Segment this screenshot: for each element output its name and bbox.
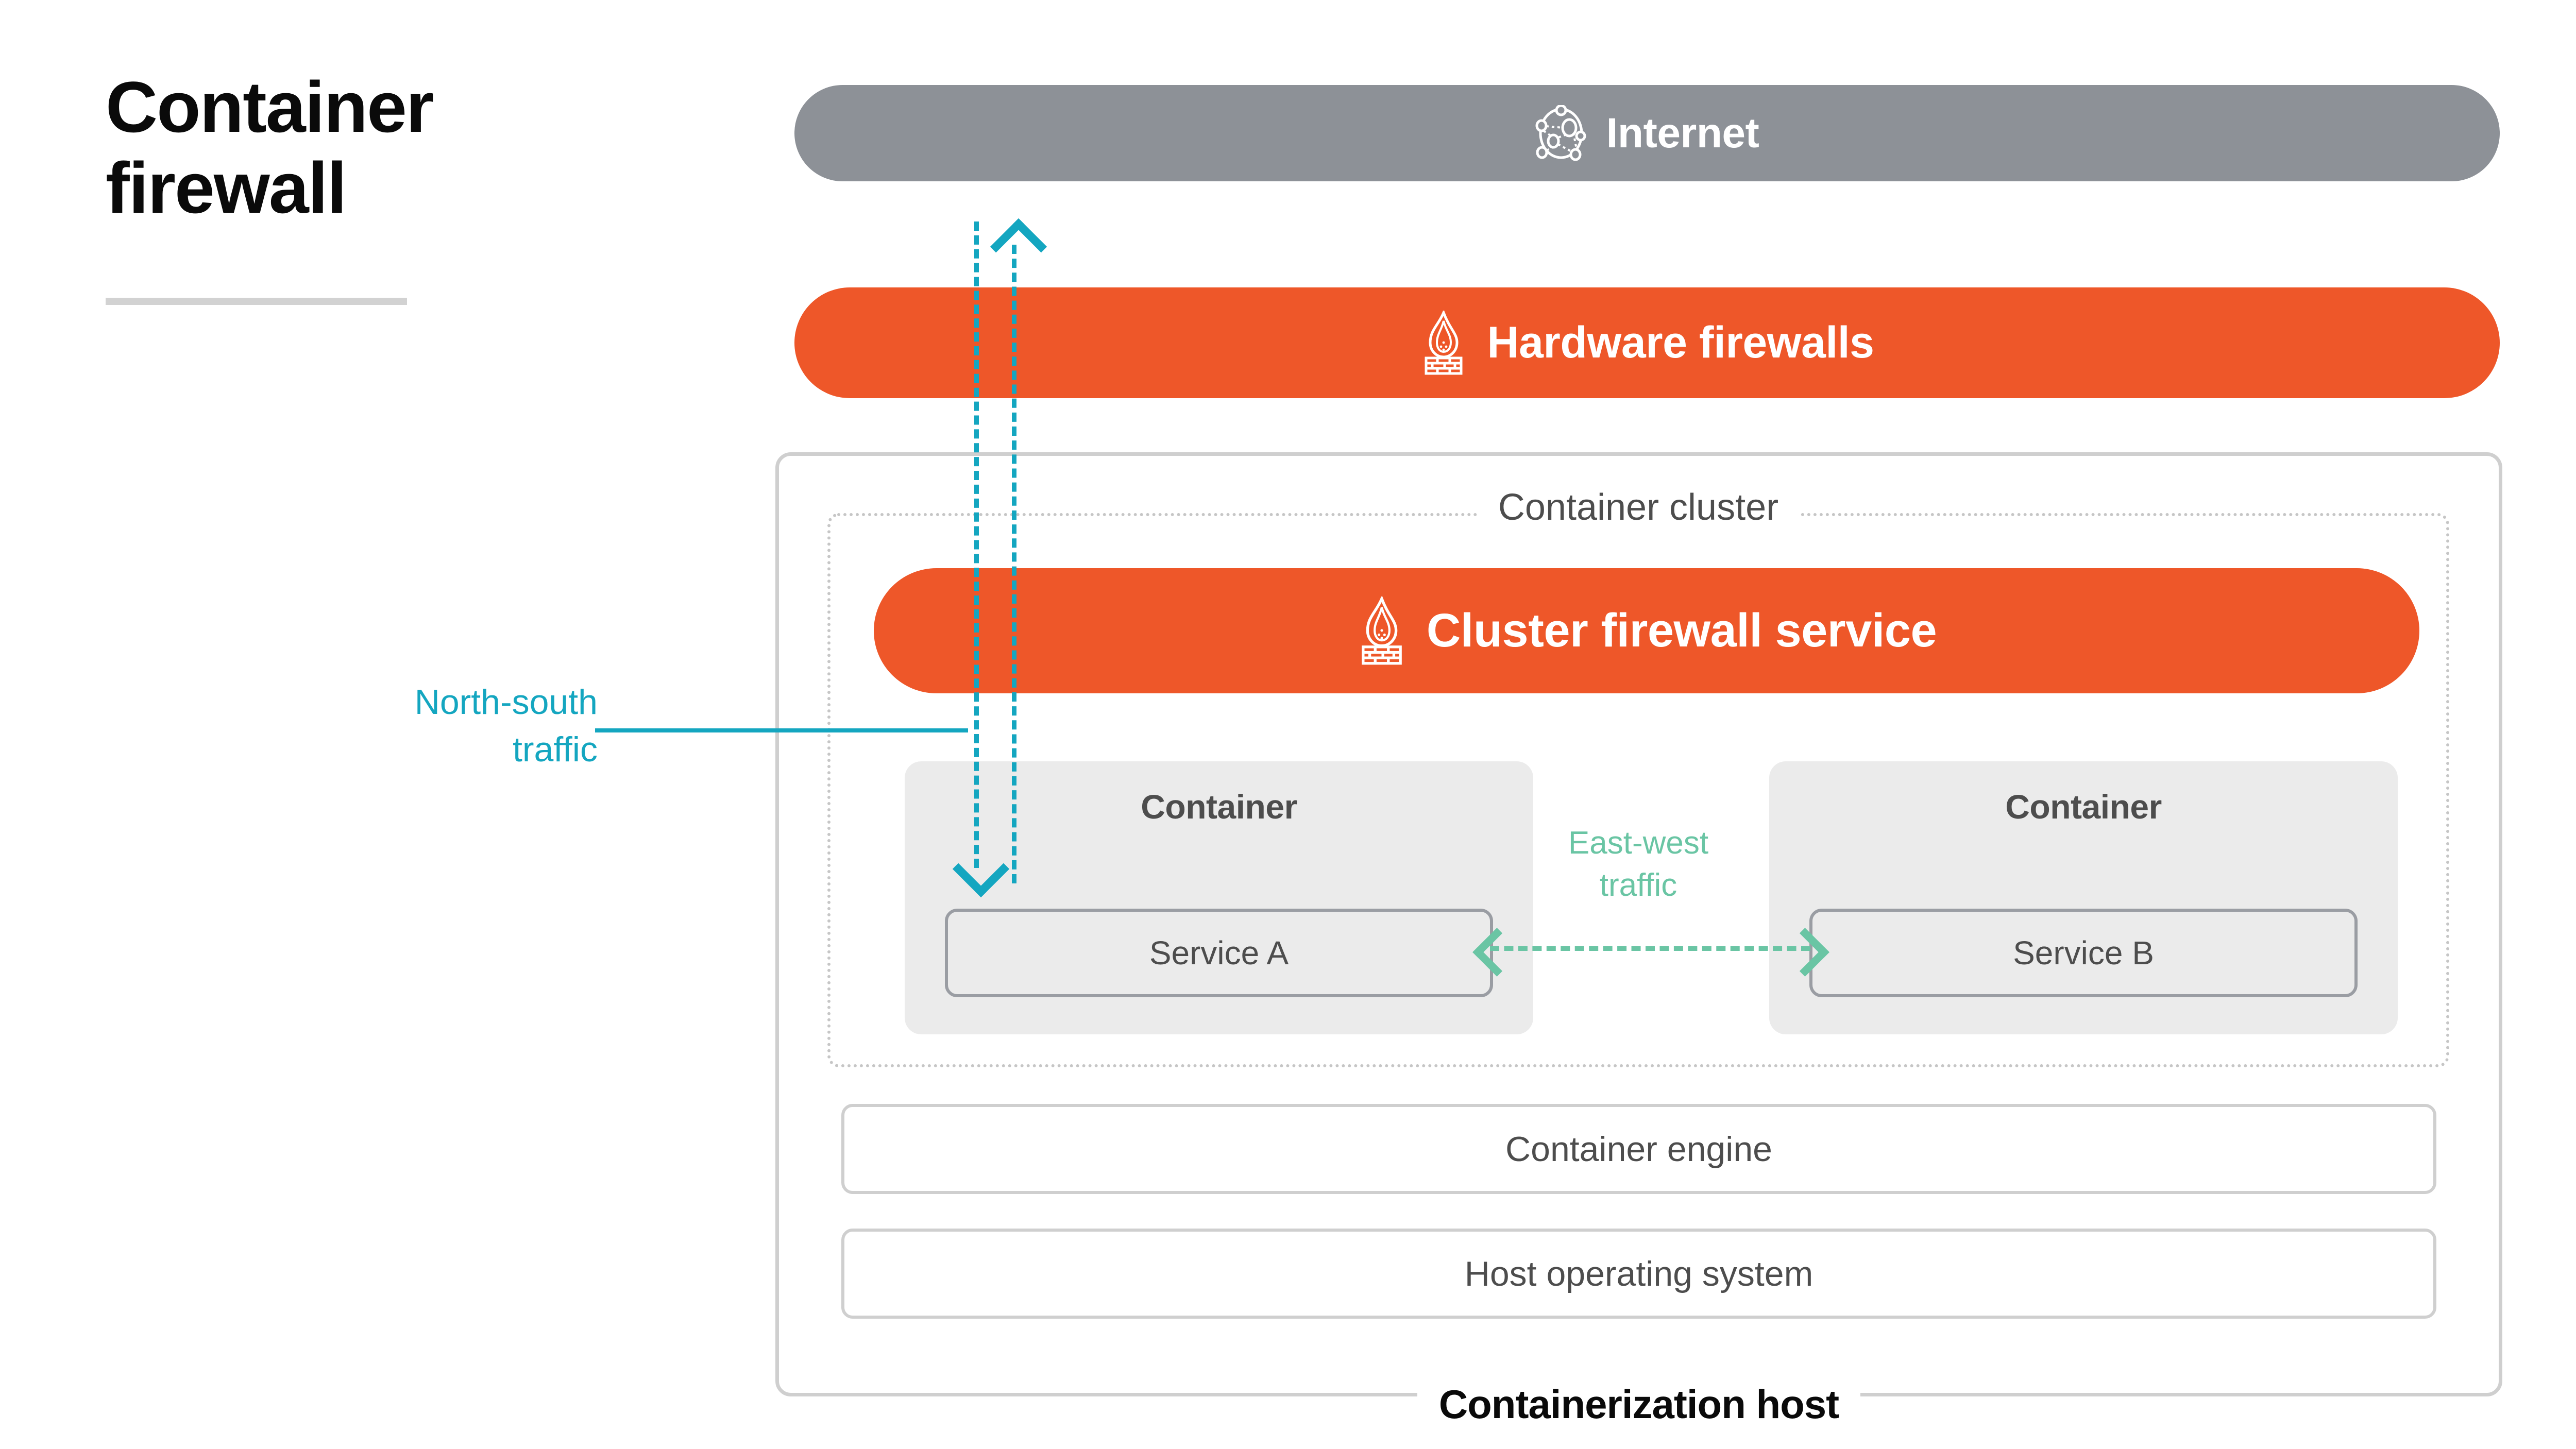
container-cluster-label: Container cluster xyxy=(1477,486,1800,529)
globe-network-icon xyxy=(1535,105,1587,162)
container-cluster-box: Container cluster xyxy=(827,486,2449,1067)
container-a-heading: Container xyxy=(1141,788,1297,826)
north-south-traffic-line-inbound xyxy=(974,221,979,868)
containerization-host-label: Containerization host xyxy=(1417,1381,1861,1428)
container-engine-box[interactable]: Container engine xyxy=(841,1104,2436,1194)
containerization-host-box: Containerization host xyxy=(775,452,2502,1428)
title-block: Container firewall xyxy=(106,66,621,229)
cluster-firewall-service-label: Cluster firewall service xyxy=(1426,604,1937,657)
service-a-box[interactable]: Service A xyxy=(945,909,1493,997)
east-west-traffic-label: East-west traffic xyxy=(1568,825,1709,903)
title-divider xyxy=(106,298,407,305)
service-b-box[interactable]: Service B xyxy=(1809,909,2358,997)
north-south-traffic-label: North-south traffic xyxy=(414,683,598,769)
cluster-firewall-service-bar[interactable]: Cluster firewall service xyxy=(874,568,2419,693)
internet-label: Internet xyxy=(1606,109,1759,157)
hardware-firewalls-label: Hardware firewalls xyxy=(1487,318,1874,367)
container-b-heading: Container xyxy=(2005,788,2162,826)
arrow-up-icon xyxy=(990,218,1047,276)
page-title: Container firewall xyxy=(106,66,434,228)
hardware-firewalls-bar[interactable]: Hardware firewalls xyxy=(794,287,2500,398)
east-west-traffic-line xyxy=(1490,946,1810,951)
containerization-host-label-wrap: Containerization host xyxy=(779,1381,2499,1428)
north-south-leader-line xyxy=(595,728,968,732)
firewall-flame-brick-icon xyxy=(1357,596,1407,666)
container-cluster-label-wrap: Container cluster xyxy=(831,486,2446,529)
container-card-b[interactable]: Container Service B xyxy=(1769,761,2398,1034)
host-operating-system-box[interactable]: Host operating system xyxy=(841,1229,2436,1319)
north-south-traffic-line-outbound xyxy=(1012,245,1016,883)
internet-bar[interactable]: Internet xyxy=(794,85,2500,181)
firewall-flame-brick-icon xyxy=(1420,310,1467,376)
container-card-a[interactable]: Container Service A xyxy=(905,761,1533,1034)
